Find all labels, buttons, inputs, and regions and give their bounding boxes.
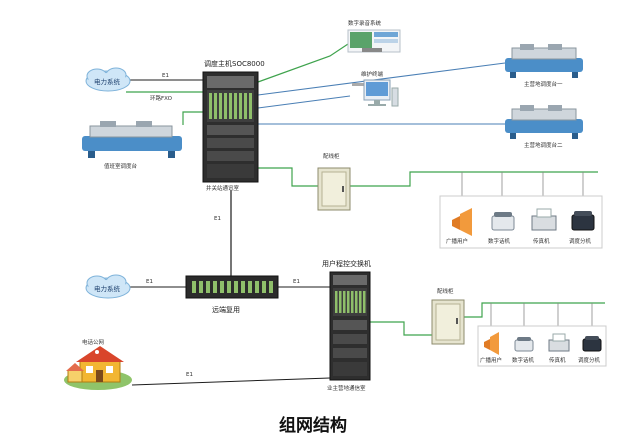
terminal-bottom-4-label: 调度分机 [578,356,601,364]
e1-right-label: E1 [293,279,300,285]
power-top-label: 电力系统 [94,77,121,86]
speaker-icon [452,208,472,236]
duty-console-icon [82,121,182,158]
console-2-icon [505,105,583,139]
digital-phone-icon [514,337,534,352]
phone-network-icon [64,346,132,390]
link-terminals-top [350,171,598,187]
fax-icon [531,208,557,231]
terminal-top-4-label: 调度分机 [569,237,592,245]
terminal-top-1-label: 广播用户 [446,237,468,245]
link-maintenance [257,95,351,109]
recording-label: 数字录音系统 [348,19,382,27]
maintenance-terminal-icon [352,79,399,107]
dist-bottom-label: 配线柜 [437,287,454,295]
e1-mid-label: E1 [214,216,221,222]
maintenance-label: 维护终端 [361,70,384,78]
link-phone-pbx [131,377,331,386]
user-pbx-label: 用户程控交换机 [322,259,371,268]
remote-mux-device [185,275,279,299]
extension-phone-icon [571,211,595,231]
console-1-label: 主营地调度台一 [524,80,563,88]
links [126,43,605,386]
link-pbx-dist [370,321,432,336]
dist-box-bottom [431,299,465,345]
diagram-caption: 组网结构 [279,415,347,436]
console-1-icon [505,44,583,78]
remote-mux-label: 远端复用 [212,305,240,314]
power-cloud-mid [85,274,131,299]
extension-phone-icon [582,336,602,352]
user-pbx-rack [329,271,371,381]
e1-left-label: E1 [146,279,153,285]
e1-bottom-label: E1 [186,372,193,378]
link-dist-top [258,167,318,187]
link-terminals-bottom [464,302,605,318]
power-cloud-top [85,67,131,92]
soc8000-rack [202,71,259,183]
fax-icon [548,333,570,352]
terminals-bottom-panel [477,325,607,367]
main-camp-comm-label: 业主营地通信室 [327,384,366,392]
link-recording [257,43,349,83]
digital-phone-icon [491,212,515,231]
phone-network-label: 电话公网 [82,338,105,346]
console-2-label: 主营地调度台二 [524,141,563,149]
soc8000-label: 调度主机SOC8000 [204,59,265,68]
terminal-top-2-label: 数字话机 [488,237,511,245]
duty-console-label: 值班室调度台 [104,162,138,170]
link-duty-console [182,111,203,125]
link-console-1 [257,62,506,96]
terminal-bottom-1-label: 广播用户 [480,356,502,364]
dist-top-label: 配线柜 [323,152,340,160]
terminal-bottom-3-label: 传真机 [549,356,566,364]
speaker-icon [484,332,499,355]
terminal-top-3-label: 传真机 [533,237,550,245]
well-room-label: 井关站通讯室 [206,184,240,192]
terminal-bottom-2-label: 数字话机 [512,356,535,364]
fxo-label: 环路FXO [150,94,173,102]
terminals-top-panel [439,195,603,249]
recording-system-icon [347,29,401,53]
dist-box-top [317,167,351,211]
e1-top-label: E1 [162,73,169,79]
power-mid-label: 电力系统 [94,284,121,293]
